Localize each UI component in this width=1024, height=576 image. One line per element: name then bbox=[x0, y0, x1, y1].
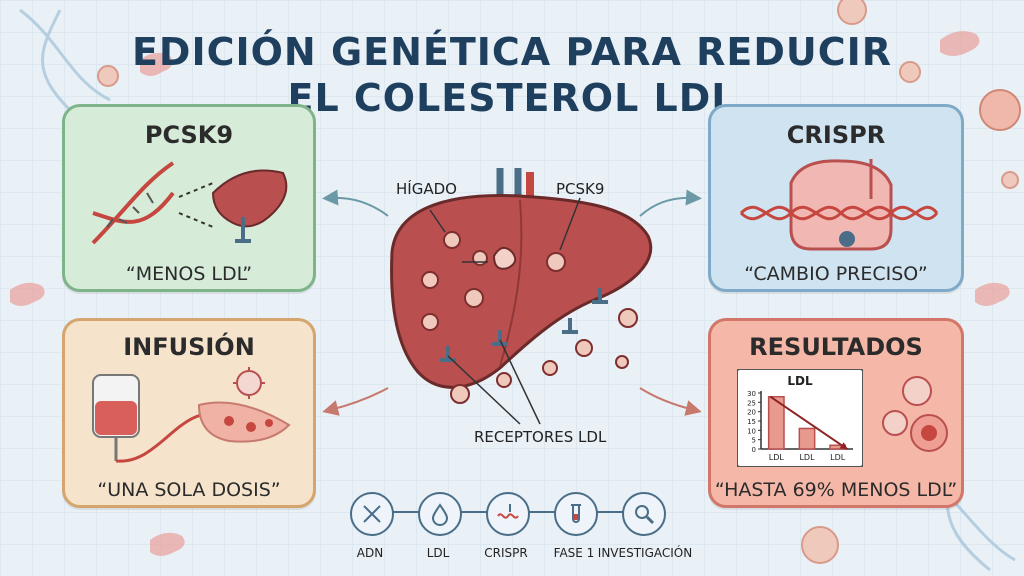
pcsk9-card-caption: “MENOS LDL” bbox=[125, 263, 253, 285]
pcsk9-card: PCSK9 “MENOS LDL” bbox=[62, 104, 316, 292]
dna-icon bbox=[350, 492, 394, 536]
y-tick-label: 5 bbox=[752, 437, 756, 445]
liver-decoration-icon bbox=[140, 52, 173, 76]
crispr-icon bbox=[486, 492, 530, 536]
y-tick-label: 10 bbox=[747, 427, 756, 435]
trend-arrow bbox=[769, 395, 849, 451]
chart-bar bbox=[798, 427, 816, 450]
y-tick-label: 15 bbox=[747, 418, 756, 426]
liver-decoration-icon bbox=[150, 532, 185, 556]
liver-label: HÍGADO bbox=[396, 180, 457, 198]
cell-decoration-icon bbox=[979, 89, 1021, 131]
page-title-line-1: EDICIÓN GENÉTICA PARA REDUCIR bbox=[131, 30, 893, 74]
timeline-label-fase-1: FASE 1 bbox=[553, 546, 595, 560]
arrow-to-infusion bbox=[322, 387, 389, 416]
ldl-particles-icon bbox=[882, 376, 948, 452]
y-tick-label: 20 bbox=[747, 409, 756, 417]
ldl-receptors-label: RECEPTORES LDL bbox=[474, 428, 607, 446]
cell-decoration-icon bbox=[801, 526, 839, 564]
x-tick-label: LDL bbox=[830, 453, 846, 462]
cell-decoration-icon bbox=[899, 61, 921, 83]
dna-liver-icon bbox=[91, 161, 288, 245]
infusion-card-caption: “UNA SOLA DOSIS” bbox=[97, 479, 281, 501]
resultados-card-heading: RESULTADOS bbox=[749, 333, 923, 361]
crispr-card: CRISPR “CAMBIO PRECISO” bbox=[708, 104, 964, 292]
infusion-card: INFUSIÓN “UNA SOLA DOSIS” bbox=[62, 318, 316, 508]
liver-decoration-icon bbox=[975, 282, 1010, 306]
crispr-cas9-icon bbox=[739, 159, 939, 251]
timeline-label-adn: ADN bbox=[356, 546, 384, 560]
pcsk9-card-heading: PCSK9 bbox=[144, 121, 234, 149]
y-tick-label: 30 bbox=[747, 390, 756, 398]
dna-decoration-icon bbox=[19, 8, 111, 112]
pcsk9-label: PCSK9 bbox=[556, 180, 605, 198]
infusion-card-heading: INFUSIÓN bbox=[123, 333, 255, 361]
timeline-label-ldl: LDL bbox=[426, 546, 450, 560]
resultados-card-caption: “HASTA 69% MENOS LDL” bbox=[714, 479, 958, 501]
y-tick-label: 25 bbox=[747, 399, 756, 407]
arrow-to-crispr bbox=[639, 189, 702, 217]
crispr-card-heading: CRISPR bbox=[786, 121, 886, 149]
droplet-icon bbox=[418, 492, 462, 536]
x-tick-label: LDL bbox=[769, 453, 785, 462]
ldl-particles bbox=[421, 231, 638, 404]
liver-decoration-icon bbox=[10, 282, 45, 306]
crispr-card-caption: “CAMBIO PRECISO” bbox=[744, 263, 928, 285]
cell-decoration-icon bbox=[1001, 171, 1019, 189]
liver-decoration-icon bbox=[940, 31, 980, 56]
test-tube-icon bbox=[554, 492, 598, 536]
magnifier-icon bbox=[622, 492, 666, 536]
iv-bag-icon bbox=[92, 367, 291, 463]
chart-bar bbox=[767, 395, 785, 450]
trend-arrow-head bbox=[839, 442, 848, 450]
page-title-line-2: EL COLESTEROL LDL bbox=[287, 76, 737, 120]
cell-decoration-icon bbox=[837, 0, 867, 25]
chart-title: LDL bbox=[787, 374, 813, 388]
x-tick-label: LDL bbox=[799, 453, 815, 462]
pcsk9-protein-icon bbox=[492, 246, 517, 270]
arrow-to-resultados bbox=[639, 387, 702, 416]
y-tick-label: 0 bbox=[752, 446, 756, 454]
timeline-label-crispr: CRISPR bbox=[484, 546, 528, 560]
timeline-label-investigacion: INVESTIGACIÓN bbox=[597, 546, 693, 560]
cell-decoration-icon bbox=[97, 65, 119, 87]
arrow-to-pcsk9 bbox=[322, 189, 389, 217]
